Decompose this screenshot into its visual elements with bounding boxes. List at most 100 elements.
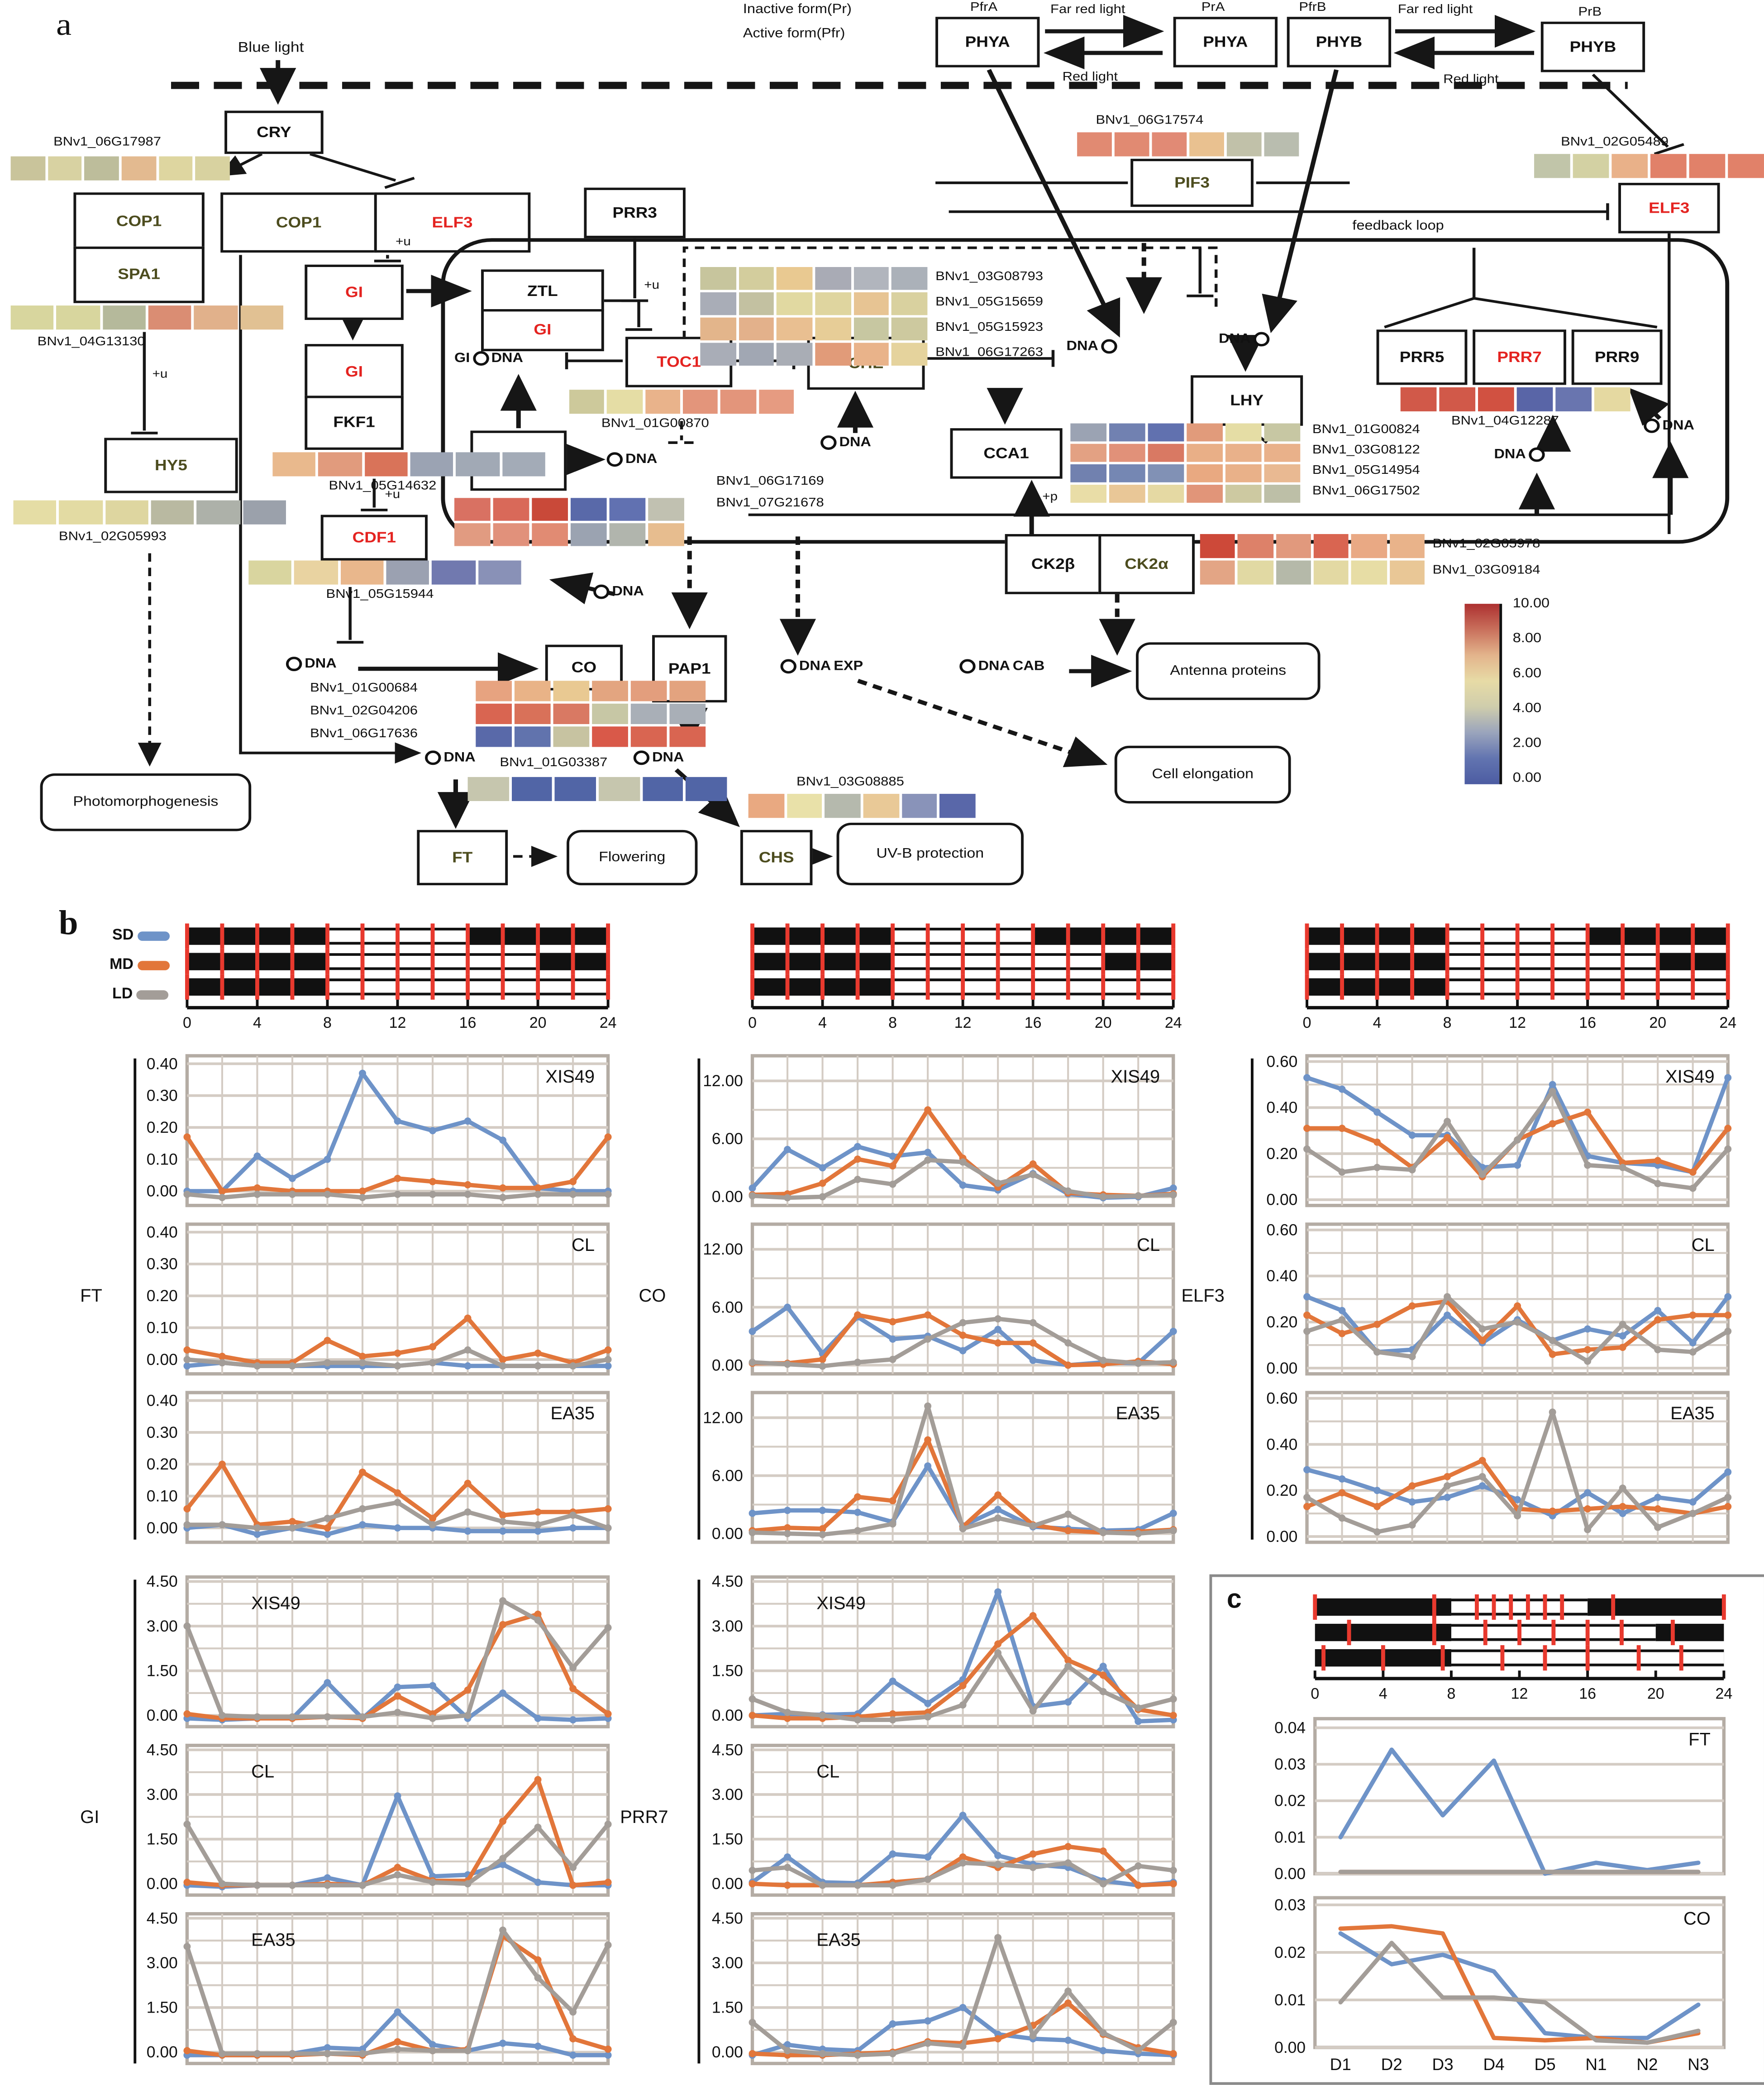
svg-text:24: 24 [1715, 1685, 1732, 1702]
svg-text:XIS49: XIS49 [251, 1593, 300, 1613]
heatmap-cell [1276, 560, 1311, 585]
heatmap-cell [364, 452, 408, 477]
heatmap-cell [476, 726, 512, 747]
heatmap-cell [863, 794, 899, 818]
heatmap-cell [1238, 560, 1273, 585]
svg-text:6.00: 6.00 [712, 1130, 743, 1148]
heatmap-cell [493, 523, 529, 546]
pfrb-label: PfrB [1299, 0, 1326, 14]
heatmap-cell [1225, 485, 1262, 503]
svg-text:0.30: 0.30 [147, 1423, 178, 1441]
svg-text:0.00: 0.00 [712, 1706, 743, 1724]
svg-text:EA35: EA35 [551, 1403, 595, 1423]
heatmap-cell [1313, 560, 1349, 585]
heatmap-cell [1152, 132, 1187, 157]
heatmap-cell [476, 703, 512, 724]
panel-a: a Blue light Inactive form(Pr) Active fo… [0, 0, 1764, 896]
heatmap-cell [340, 560, 384, 585]
heatmap-cell [892, 267, 928, 290]
heatmap-cell [777, 292, 813, 315]
gene-label: BNv1_03G09184 [1432, 563, 1540, 577]
box-elf3a: ELF3 [374, 192, 531, 253]
group-label-co: CO [639, 1285, 666, 1306]
gene-label: BNv1_06G17263 [935, 345, 1044, 360]
heatmap-cell [1077, 132, 1112, 157]
feedback-loop-label: feedback loop [1352, 219, 1444, 234]
box-cop1-spa1: COP1 SPA1 [73, 192, 205, 303]
dna-circle-icon [593, 584, 610, 599]
heatmap-cell [1109, 423, 1145, 442]
dna-pap1: DNA [633, 750, 684, 765]
svg-text:16: 16 [1579, 1685, 1596, 1702]
plus-u-2: +u [385, 488, 400, 502]
svg-text:N2: N2 [1636, 2055, 1658, 2074]
svg-text:3.00: 3.00 [712, 1785, 743, 1804]
heatmap-cell [318, 452, 362, 477]
svg-text:0.00: 0.00 [1266, 1359, 1297, 1377]
svg-text:3.00: 3.00 [147, 1785, 178, 1804]
heatmap-cell [739, 292, 774, 315]
gene-label: BNv1_05G14632 [329, 478, 437, 493]
heatmap-cell [1264, 444, 1301, 462]
svg-text:0.03: 0.03 [1274, 1896, 1306, 1914]
heatmap-cell [682, 390, 718, 414]
heatmap-cell [1611, 154, 1648, 178]
svg-text:0.10: 0.10 [147, 1318, 178, 1336]
dna-circle-icon [472, 351, 489, 366]
box-ck2b: CK2β [1005, 534, 1101, 594]
heatmap-cell [892, 343, 928, 366]
heatmap-cell [569, 390, 605, 414]
box-phyb-pr: PHYB [1540, 21, 1645, 72]
heatmap-cell [1534, 154, 1570, 178]
heatmap-cell [553, 726, 590, 747]
heatmap-cell [56, 305, 100, 330]
group-bracket-co [697, 1058, 701, 1540]
svg-text:0.00: 0.00 [712, 1188, 743, 1206]
heatmap-cell [630, 681, 667, 701]
heatmap-cell [1389, 560, 1425, 585]
heatmap-strip [467, 777, 727, 802]
sd-swatch-icon [138, 930, 170, 940]
group-bracket-prr7 [697, 1579, 701, 2064]
heatmap-cell [1187, 464, 1223, 482]
box-ztl: ZTL [481, 269, 604, 312]
svg-text:4.50: 4.50 [147, 1572, 178, 1590]
dna-prr9: DNA [1644, 418, 1694, 433]
heatmap-cell [787, 794, 823, 818]
heatmap-cell [1070, 423, 1107, 442]
svg-text:0.02: 0.02 [1274, 1943, 1306, 1961]
gene-label: BNv1_01G00684 [310, 681, 418, 696]
heatmap-cell [158, 156, 193, 181]
heatmap-strip [1077, 132, 1299, 157]
colorbar [1464, 604, 1502, 784]
heatmap-strip [700, 343, 928, 366]
svg-text:0.00: 0.00 [147, 1182, 178, 1200]
svg-text:1.50: 1.50 [147, 1830, 178, 1848]
heatmap-cell [454, 498, 491, 521]
heatmap-cell [648, 498, 684, 521]
gene-label: BNv1_05G15944 [326, 587, 434, 601]
heatmap-cell [598, 777, 640, 802]
gene-label: BNv1_07G21678 [716, 495, 824, 510]
heatmap-cell [102, 305, 146, 330]
group-bracket-gi [133, 1579, 137, 2064]
svg-text:N3: N3 [1688, 2055, 1709, 2074]
heatmap-cell [194, 305, 238, 330]
gene-label: BNv1_06G17987 [53, 134, 162, 149]
heatmap-cell [686, 777, 727, 802]
heatmap-cell [467, 777, 509, 802]
svg-text:8: 8 [1443, 1014, 1452, 1031]
svg-text:8: 8 [323, 1014, 332, 1031]
svg-text:0.00: 0.00 [1266, 1191, 1297, 1209]
box-gi1: GI [305, 264, 404, 320]
plus-u-3: +u [644, 279, 660, 292]
heatmap-strip [1200, 534, 1425, 558]
heatmap-cell [1109, 485, 1145, 503]
